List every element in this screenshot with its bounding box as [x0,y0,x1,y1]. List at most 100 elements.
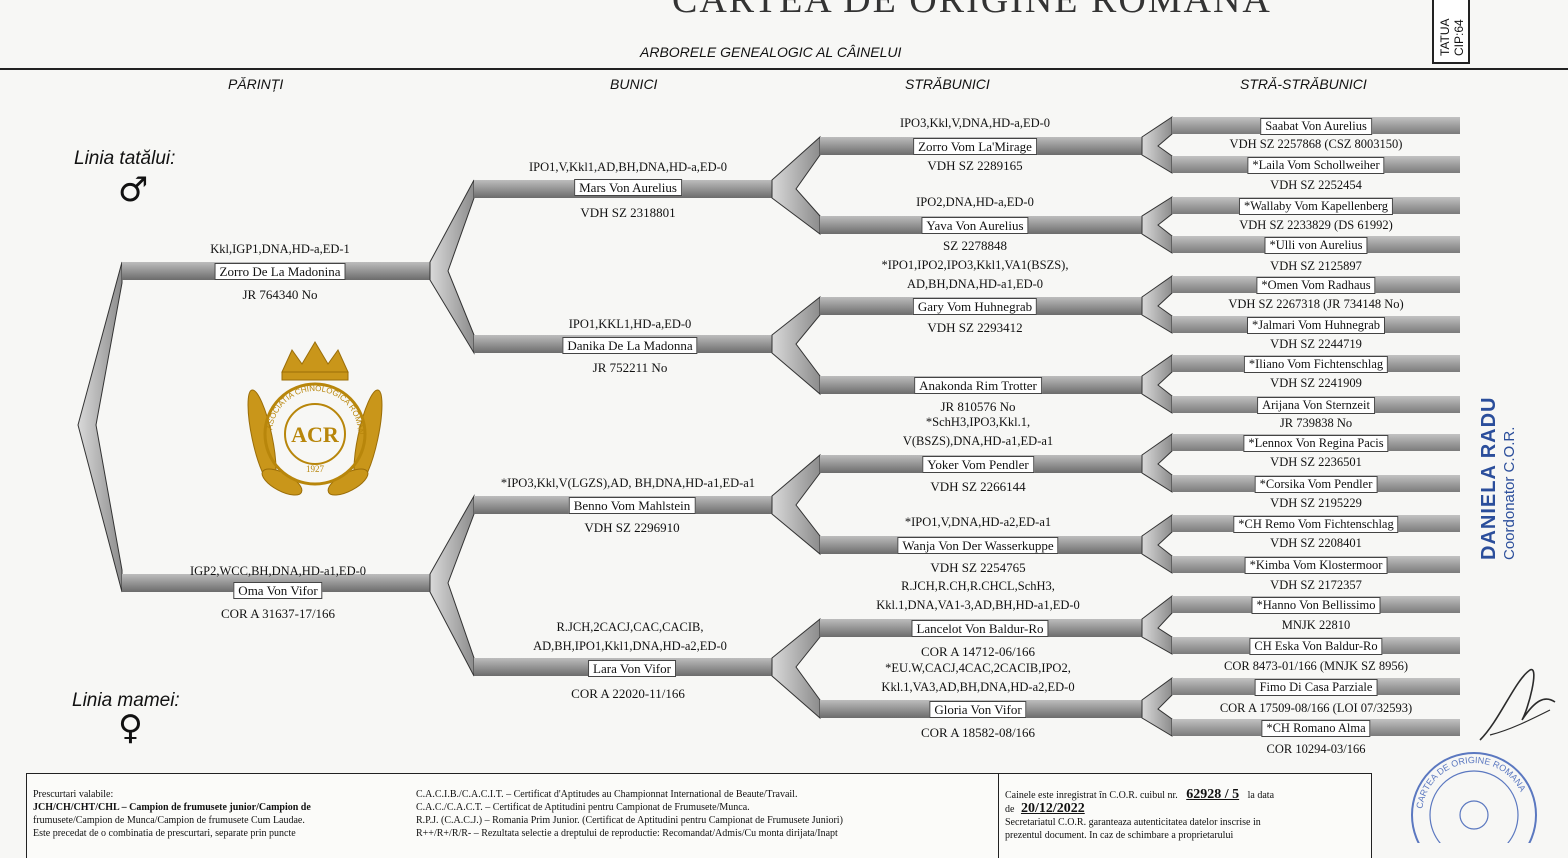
great-3-titles-2: AD,BH,DNA,HD-a1,ED-0 [906,277,1044,291]
great-6-name: Wanja Von Der Wasserkuppe [897,537,1059,554]
great-4-reg: JR 810576 No [940,399,1016,414]
svg-text:ASOCIATIA CHINOLOGICA ROMANA: ASOCIATIA CHINOLOGICA ROMANA [222,332,365,435]
great2-13-name: *Hanno Von Bellissimo [1251,597,1381,614]
great2-7-name: *Iliano Vom Fichtenschlag [1243,356,1389,373]
pedigree-branches [77,116,1173,737]
great-5-reg: VDH SZ 2266144 [930,479,1026,494]
logo-initials: ACR [291,422,340,447]
logo-year: 1927 [306,464,325,474]
footer-left-2: JCH/CH/CHT/CHL – Campion de frumusete ju… [33,802,311,813]
female-icon: ♀ [118,708,143,748]
great-5-name: Yoker Vom Pendler [922,456,1034,473]
footer-registration: Cainele este inregistrat în C.O.R. cuibu… [998,773,1372,858]
logo-text: ASOCIATIA CHINOLOGICA ROMANA [222,332,365,435]
great2-13-reg: MNJK 22810 [1281,618,1351,632]
great2-4-reg: VDH SZ 2125897 [1270,259,1362,273]
grandparent-1-reg: VDH SZ 2318801 [580,205,676,220]
footer-mid-4: R++/R+/R/R- – Rezultata selectie a drept… [416,828,838,839]
great-2-reg: SZ 2278848 [943,238,1007,253]
father-line-label: Linia tatălui: [74,148,176,169]
great-6-titles: *IPO1,V,DNA,HD-a2,ED-a1 [904,515,1052,529]
grandparent-4-reg: COR A 22020-11/166 [571,686,685,701]
col-header-great: STRĂBUNICI [905,76,990,92]
grandparent-3-reg: VDH SZ 2296910 [584,520,680,535]
great-7-name: Lancelot Von Baldur-Ro [911,620,1049,637]
club-logo: ACR 1927 ASOCIATIA CHINOLOGICA ROMANA [222,332,383,496]
great-5-titles-2: V(BSZS),DNA,HD-a1,ED-a1 [902,434,1054,448]
reg-line1-suffix: la data [1247,790,1275,801]
great-8-name: Gloria Von Vifor [929,701,1027,718]
parent-sire-reg: JR 764340 No [242,287,318,302]
great2-9-reg: VDH SZ 2236501 [1270,455,1362,469]
great-2-name: Yava Von Aurelius [921,217,1029,234]
footer-left-1: Prescurtari valabile: [33,789,114,800]
footer-left-3: frumusete/Campion de Munca/Campion de fr… [33,815,305,826]
great2-12-reg: VDH SZ 2172357 [1270,578,1362,592]
col-header-great2: STRĂ-STRĂBUNICI [1240,76,1367,92]
grandparent-3-name: Benno Vom Mahlstein [568,497,696,514]
grandparent-2-titles: IPO1,KKL1,HD-a,ED-0 [568,317,692,331]
great2-2-name: *Laila Vom Schollweiher [1247,157,1385,174]
great2-15-reg: COR A 17509-08/166 (LOI 07/32593) [1219,701,1413,715]
great-7-titles-2: Kkl.1,DNA,VA1-3,AD,BH,HD-a1,ED-0 [876,598,1080,612]
great-8-titles-2: Kkl.1,VA3,AD,BH,DNA,HD-a2,ED-0 [881,680,1075,694]
parent-dam-titles: IGP2,WCC,BH,DNA,HD-a1,ED-0 [189,564,367,578]
document-title: CARTEA DE ORIGINE ROMANA [672,0,1272,21]
parent-sire-name: Zorro De La Madonina [214,263,346,280]
stamp-name: DANIELA RADU [1478,396,1500,560]
great-5-titles-1: *SchH3,IPO3,Kkl.1, [925,415,1031,429]
stamp-role: Coordonator C.O.R. [1501,426,1518,560]
footer-mid-2: C.A.C./C.A.C.T. – Certificat de Aptitudi… [416,802,750,813]
cor-seal: CARTEA DE ORIGINE ROMANA [1411,752,1537,843]
great2-4-name: *Ulli von Aurelius [1264,237,1368,254]
great2-10-reg: VDH SZ 2195229 [1270,496,1362,510]
great2-7-reg: VDH SZ 2241909 [1270,376,1362,390]
great-3-name: Gary Vom Huhnegrab [912,298,1038,315]
great2-15-name: Fimo Di Casa Parziale [1254,679,1378,696]
registration-date: 20/12/2022 [1020,801,1085,816]
great-7-reg: COR A 14712-06/166 [920,644,1036,659]
great-1-reg: VDH SZ 2289165 [927,158,1023,173]
grandparent-1-name: Mars Von Aurelius [574,179,682,196]
great2-10-name: *Corsika Vom Pendler [1254,476,1378,493]
great2-6-reg: VDH SZ 2244719 [1270,337,1362,351]
footer-mid-3: R.P.J. (C.A.C.J.) – Romania Prim Junior.… [416,815,843,826]
great-3-titles-1: *IPO1,IPO2,IPO3,Kkl1,VA1(BSZS), [881,258,1069,272]
footer-abbreviations: Prescurtari valabile: JCH/CH/CHT/CHL – C… [26,773,422,858]
great2-8-name: Arijana Von Sternzeit [1257,397,1375,414]
great-8-reg: COR A 18582-08/166 [920,725,1036,740]
great-3-reg: VDH SZ 2293412 [927,320,1023,335]
great2-14-name: CH Eska Von Baldur-Ro [1249,638,1383,655]
reg-line1-prefix: Cainele este inregistrat în C.O.R. cuibu… [1005,790,1178,801]
great-6-reg: VDH SZ 2254765 [930,560,1026,575]
great2-3-reg: VDH SZ 2233829 (DS 61992) [1239,218,1393,232]
grandparent-2-reg: JR 752211 No [592,360,668,375]
registration-number: 62928 / 5 [1186,787,1240,802]
great2-8-reg: JR 739838 No [1279,416,1353,430]
signature-icon [1479,669,1556,741]
great2-11-name: *CH Remo Vom Fichtenschlag [1233,516,1399,533]
reg-line2-prefix: de [1005,804,1015,815]
great2-14-reg: COR 8473-01/166 (MNJK SZ 8956) [1223,659,1409,673]
great2-1-reg: VDH SZ 2257868 (CSZ 8003150) [1229,137,1403,151]
col-header-parents: PĂRINȚI [228,76,284,92]
footer-certificates: C.A.C.I.B./C.A.C.I.T. – Certificat d'Apt… [410,773,999,858]
reg-line4: prezentul document. In caz de schimbare … [1005,830,1234,841]
male-icon: ♂ [118,170,149,210]
grandparent-3-titles: *IPO3,Kkl,V(LGZS),AD, BH,DNA,HD-a1,ED-a1 [500,476,756,490]
col-header-grandparents: BUNICI [610,76,658,92]
grandparent-4-titles-2: AD,BH,IPO1,Kkl1,DNA,HD-a2,ED-0 [533,639,727,653]
great2-11-reg: VDH SZ 2208401 [1270,536,1362,550]
great-8-titles-1: *EU.W,CACJ,4CAC,2CACIB,IPO2, [885,661,1071,675]
grandparent-1-titles: IPO1,V,Kkl1,AD,BH,DNA,HD-a,ED-0 [528,160,728,174]
great-2-titles: IPO2,DNA,HD-a,ED-0 [916,195,1034,209]
grandparent-4-titles-1: R.JCH,2CACJ,CAC,CACIB, [556,620,704,634]
parent-dam-reg: COR A 31637-17/166 [220,606,336,621]
parent-dam-name: Oma Von Vifor [233,582,323,599]
great2-3-name: *Wallaby Vom Kapellenberg [1238,198,1394,215]
great-1-titles: IPO3,Kkl,V,DNA,HD-a,ED-0 [899,116,1051,130]
great2-6-name: *Jalmari Vom Huhnegrab [1247,317,1385,334]
great-7-titles-1: R.JCH,R.CH,R.CHCL,SchH3, [901,579,1055,593]
grandparent-4-name: Lara Von Vifor [588,660,676,677]
footer-mid-1: C.A.C.I.B./C.A.C.I.T. – Certificat d'Apt… [416,789,798,800]
